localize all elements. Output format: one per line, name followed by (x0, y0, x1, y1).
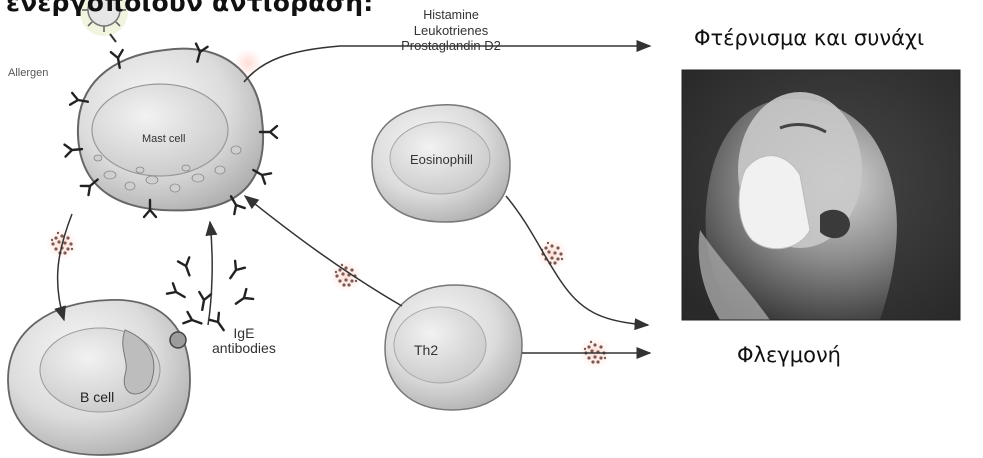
header-text: ενεργοποιούν αντίδραση: (6, 0, 373, 17)
mediator-leukotrienes: Leukotrienes (376, 23, 526, 38)
th2-cell (385, 285, 522, 410)
cytokine-granules (536, 238, 568, 270)
mast-cell (65, 44, 277, 217)
cytokine-granules (330, 260, 362, 292)
free-antibodies (167, 257, 253, 333)
mast-cell-label: Mast cell (142, 133, 185, 145)
sneezing-person-photo (682, 70, 960, 320)
ige-label-line2: antibodies (212, 341, 276, 356)
inflammation-caption: Φλεγμονή (737, 343, 841, 367)
eosinophil-label: Eosinophill (410, 152, 473, 167)
th2-label: Th2 (414, 342, 438, 358)
mediator-prostaglandin: Prostaglandin D2 (376, 38, 526, 53)
th2-to-mastcell-arrow (245, 196, 402, 306)
b-cell-label: B cell (80, 389, 114, 405)
b-cell (8, 300, 190, 455)
mediator-histamine: Histamine (376, 8, 526, 22)
ige-antibodies-label: IgE antibodies (212, 326, 276, 356)
allergen-label: Allergen (8, 67, 48, 79)
ige-label-line1: IgE (212, 326, 276, 341)
sneeze-caption: Φτέρνισμα και συνάχι (694, 26, 924, 50)
eosinophil-to-inflammation-arrow (506, 196, 648, 325)
ige-to-mastcell-arrow (208, 222, 212, 325)
